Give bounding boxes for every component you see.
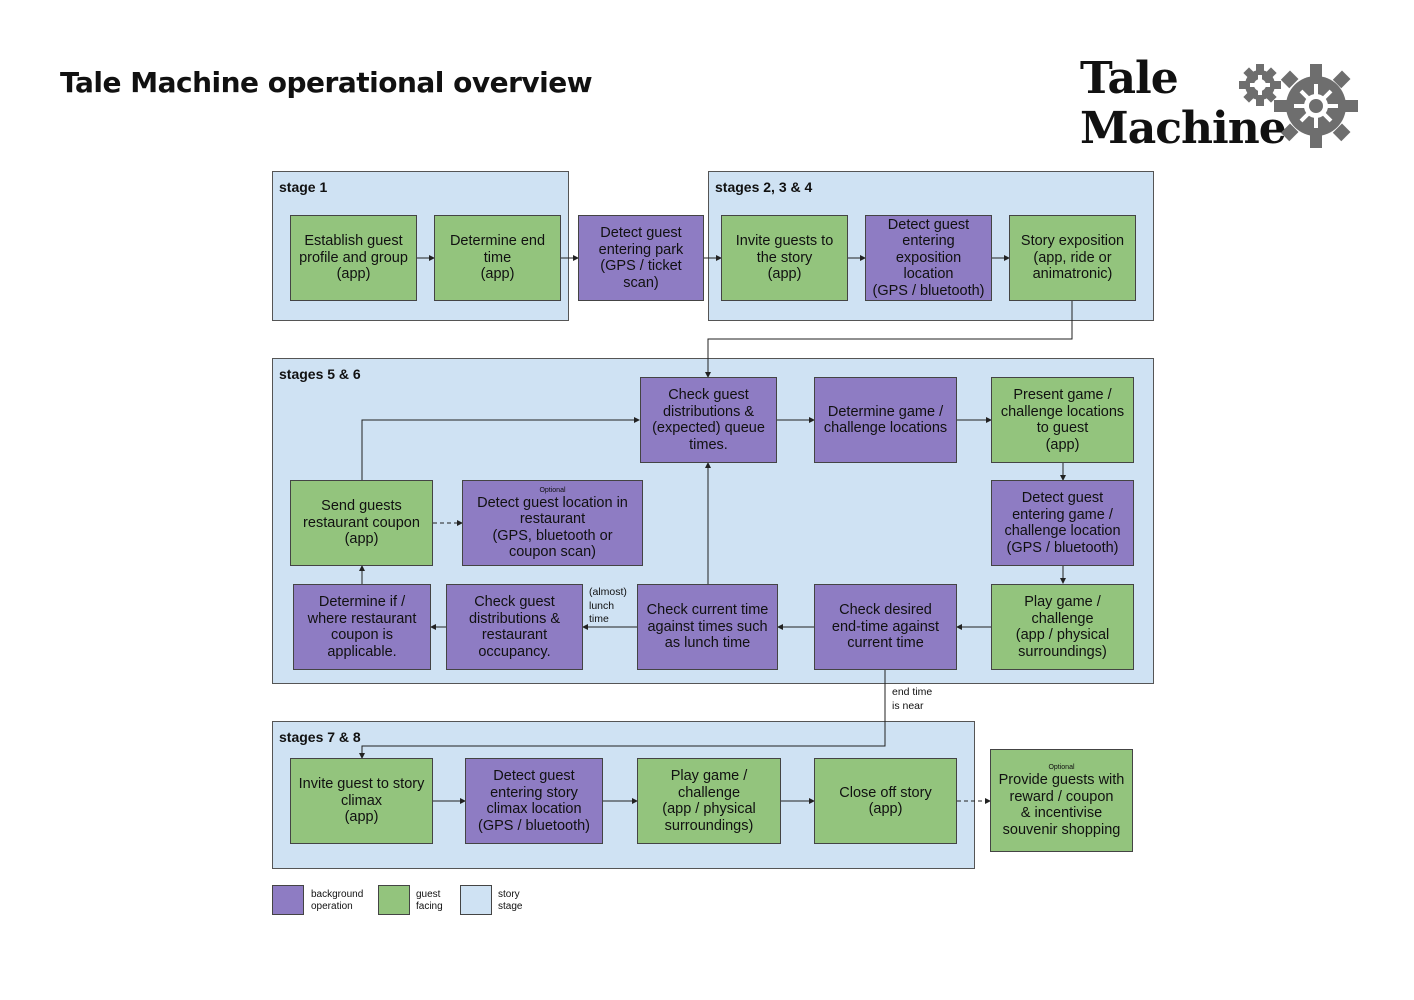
legend-swatch-story <box>460 885 492 915</box>
send-coupon-box: Send guests restaurant coupon (app) <box>290 480 433 566</box>
tale-machine-logo: Tale Machine <box>1080 54 1370 164</box>
play-game-box: Play game / challenge (app / physical su… <box>991 584 1134 670</box>
present-game-locations-text: Present game / challenge locations to gu… <box>1000 387 1125 453</box>
determine-restaurant-text: Determine if / where restaurant coupon i… <box>307 594 417 660</box>
story-exposition-box: Story exposition (app, ride or animatron… <box>1009 215 1136 301</box>
determine-end-time-text: Determine end time (app) <box>449 233 546 283</box>
check-occupancy-text: Check guest distributions & restaurant o… <box>468 594 561 660</box>
end-time-near-note: end time is near <box>892 686 933 712</box>
legend-swatch-background <box>272 885 304 915</box>
optional-tag: Optional <box>539 486 566 494</box>
play-game-2-box: Play game / challenge (app / physical su… <box>637 758 781 844</box>
establish-profile-text: Establish guest profile and group (app) <box>299 233 408 283</box>
play-game-2-text: Play game / challenge (app / physical su… <box>662 768 756 834</box>
establish-profile-box: Establish guest profile and group (app) <box>290 215 417 301</box>
page-title: Tale Machine operational overview <box>60 66 593 99</box>
invite-story-text: Invite guests to the story (app) <box>735 233 834 283</box>
logo-line-1: Tale <box>1080 53 1179 104</box>
determine-game-locations-box: Determine game / challenge locations <box>814 377 957 463</box>
legend-label-background: background operation <box>311 889 364 912</box>
legend-label-story: story stage <box>498 889 523 912</box>
determine-end-time-box: Determine end time (app) <box>434 215 561 301</box>
stage-2-3-4-label: stages 2, 3 & 4 <box>715 179 813 195</box>
story-exposition-text: Story exposition (app, ride or animatron… <box>1020 233 1125 283</box>
detect-climax-box: Detect guest entering story climax locat… <box>465 758 603 844</box>
invite-climax-text: Invite guest to story climax (app) <box>298 776 425 826</box>
determine-restaurant-box: Determine if / where restaurant coupon i… <box>293 584 431 670</box>
logo-line-2: Machine <box>1080 103 1287 154</box>
check-end-time-box: Check desired end-time against current t… <box>814 584 957 670</box>
detect-park-entry-text: Detect guest entering park (GPS / ticket… <box>598 225 684 291</box>
present-game-locations-box: Present game / challenge locations to gu… <box>991 377 1134 463</box>
detect-exposition-box: Detect guest entering exposition locatio… <box>865 215 992 301</box>
invite-climax-box: Invite guest to story climax (app) <box>290 758 433 844</box>
check-current-time-text: Check current time against times such as… <box>646 602 769 652</box>
gears-icon <box>1239 64 1358 148</box>
detect-exposition-text: Detect guest entering exposition locatio… <box>872 216 985 299</box>
stage-1-label: stage 1 <box>279 179 328 195</box>
optional-tag: Optional <box>1048 764 1075 771</box>
detect-restaurant-box: Optional Detect guest location in restau… <box>462 480 643 566</box>
reward-text: Provide guests with reward / coupon & in… <box>998 772 1125 838</box>
check-end-time-text: Check desired end-time against current t… <box>831 602 940 652</box>
check-current-time-box: Check current time against times such as… <box>637 584 778 670</box>
legend-swatch-guest <box>378 885 410 915</box>
reward-box: Optional Provide guests with reward / co… <box>990 749 1133 852</box>
lunch-time-note: (almost) lunch time <box>589 586 627 625</box>
invite-story-box: Invite guests to the story (app) <box>721 215 848 301</box>
detect-game-location-box: Detect guest entering game / challenge l… <box>991 480 1134 566</box>
close-story-box: Close off story (app) <box>814 758 957 844</box>
determine-game-locations-text: Determine game / challenge locations <box>823 403 948 437</box>
close-story-text: Close off story (app) <box>839 784 932 818</box>
detect-game-location-text: Detect guest entering game / challenge l… <box>1004 490 1121 556</box>
detect-climax-text: Detect guest entering story climax locat… <box>477 768 591 834</box>
detect-park-entry-box: Detect guest entering park (GPS / ticket… <box>578 215 704 301</box>
send-coupon-text: Send guests restaurant coupon (app) <box>303 498 420 548</box>
stage-7-8-label: stages 7 & 8 <box>279 729 361 745</box>
check-occupancy-box: Check guest distributions & restaurant o… <box>446 584 583 670</box>
check-distributions-text: Check guest distributions & (expected) q… <box>652 387 765 453</box>
legend-label-guest: guest facing <box>416 889 443 912</box>
detect-restaurant-text: Detect guest location in restaurant (GPS… <box>477 494 628 561</box>
check-distributions-box: Check guest distributions & (expected) q… <box>640 377 777 463</box>
stage-5-6-label: stages 5 & 6 <box>279 366 361 382</box>
play-game-text: Play game / challenge (app / physical su… <box>1015 594 1110 660</box>
